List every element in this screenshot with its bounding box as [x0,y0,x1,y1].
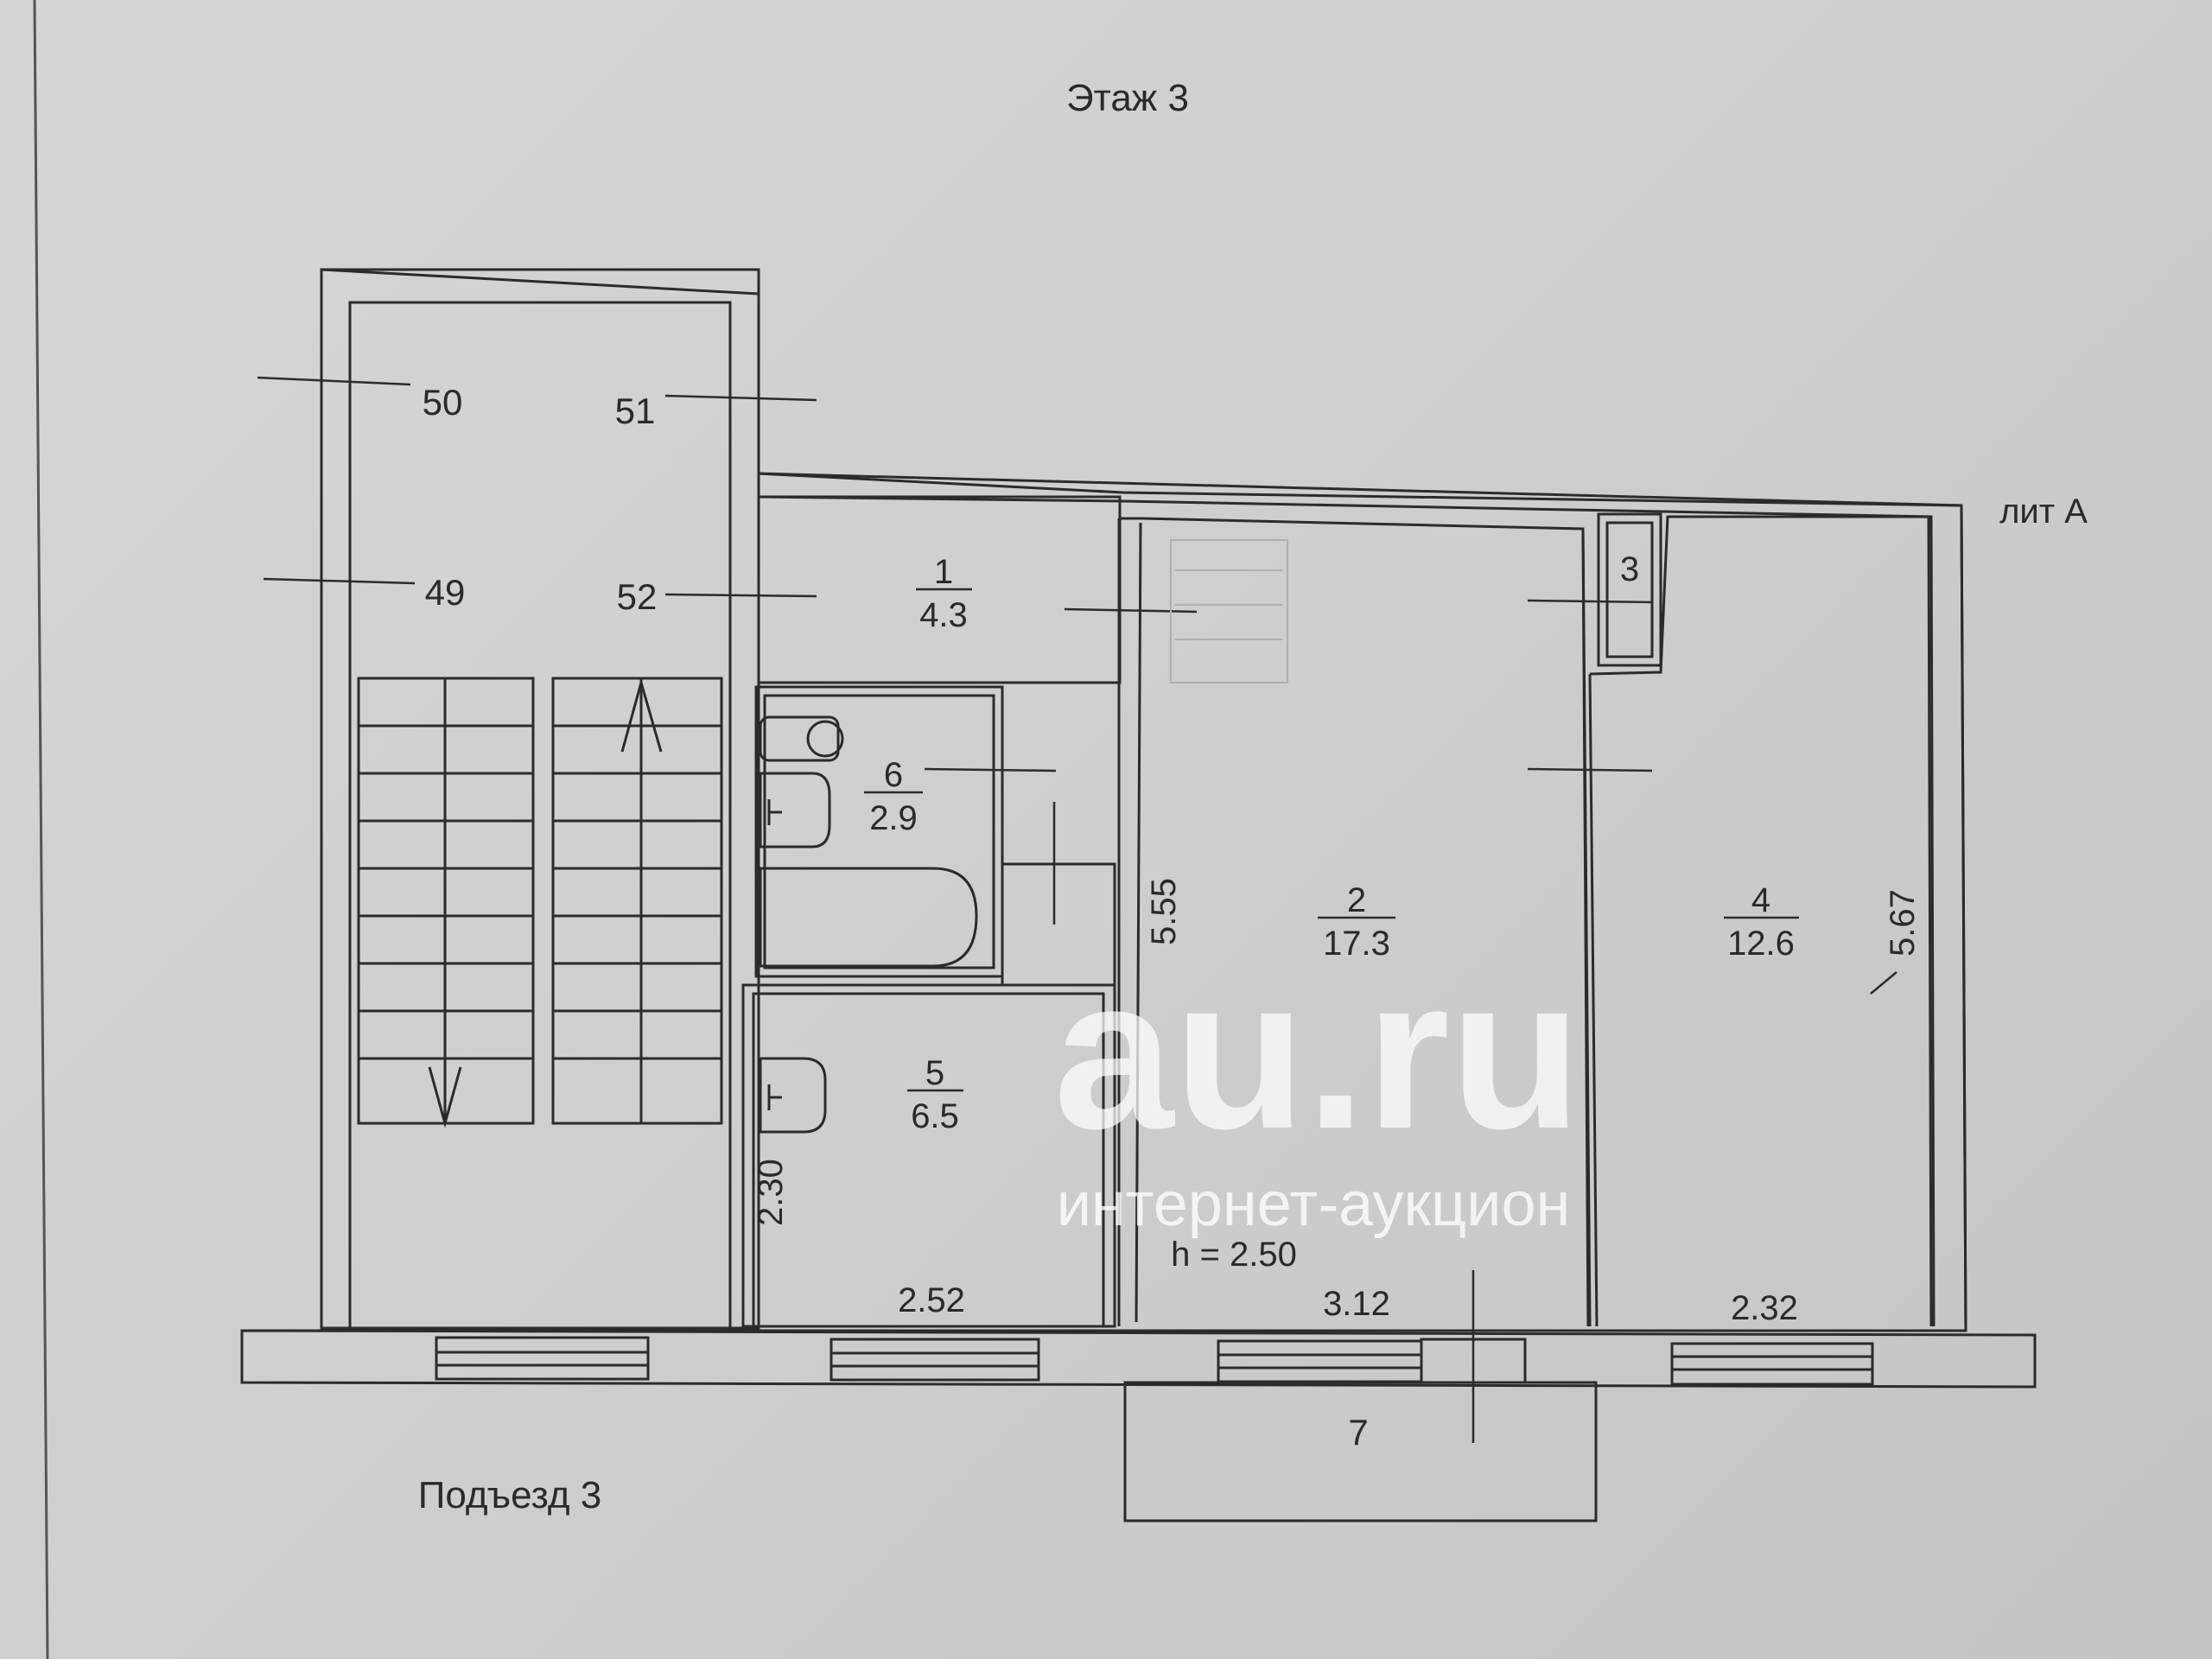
room-7-outline [1123,1381,1598,1522]
flat-number: 50 [423,382,463,423]
room-2-area: 17.3 [1323,925,1390,963]
room-2-number: 2 [1347,881,1366,919]
sink-bowl [806,720,844,758]
room-5-number: 5 [925,1054,944,1092]
room-4-outline [1589,515,1933,1327]
room-6-outline [754,685,1004,978]
sink [759,715,840,762]
room-4-left-wall [1588,673,1599,1327]
lit-label: лит А [1999,493,2088,531]
room-1-number: 1 [934,553,953,591]
entrance-label: Подъезд 3 [418,1474,601,1516]
dim-room2-height: 5.55 [1145,878,1183,945]
room-2-left-inner [1135,522,1142,1323]
watermark-logo: au.ru [1053,932,1581,1173]
room-3-number: 3 [1620,550,1639,588]
window-4 [1670,1342,1874,1386]
room-5-area: 6.5 [911,1097,959,1135]
window-3 [1217,1339,1423,1383]
flat-number: 52 [617,576,658,617]
bathtub [759,867,978,968]
room-6-number: 6 [884,756,903,794]
stair-arrow-down-icon [428,1066,462,1128]
room-3-inner [1605,521,1654,658]
dim-room5-height: 2.30 [752,1159,790,1226]
toilet-room-6 [759,772,831,849]
flat-inner-top-wall [758,495,1936,1327]
dim-room4-width: 2.32 [1731,1289,1798,1327]
dim-room5-width: 2.52 [898,1281,965,1319]
room-3-outline [1597,512,1662,667]
dim-ceiling: h = 2.50 [1171,1236,1297,1274]
room-4-number: 4 [1751,881,1770,919]
dim-room2-width: 3.12 [1323,1285,1390,1323]
corridor-box [1001,862,1116,987]
window-2 [830,1338,1040,1382]
toilet-room-5 [759,1057,827,1134]
window-1 [435,1336,650,1381]
stair-arrow-up-icon [620,677,663,753]
stairwell-inner [348,301,732,1330]
faint-stamp [1170,539,1288,683]
room-7-number: 7 [1348,1412,1368,1452]
room-6-area: 2.9 [869,799,918,837]
room-4-area: 12.6 [1727,925,1795,963]
room-5-inner [752,992,1105,1328]
stairwell-wall [320,268,760,1330]
stairs [357,677,723,1128]
watermark-tagline: интернет-аукцион [1057,1170,1571,1239]
floor-title: Этаж 3 [1066,77,1189,119]
room-1-area: 4.3 [919,596,968,634]
flat-outer-wall [758,472,1967,1332]
fraction-bars [864,588,1799,1092]
flat-number: 51 [615,391,656,431]
leader-lines [257,376,1897,1443]
dim-room4-diag: 5.67 [1884,889,1922,957]
room-2-right-wall [1581,528,1590,1327]
flat-number: 49 [425,572,466,613]
paper-edge [33,0,49,1659]
exterior-wall-band [240,1329,2037,1389]
room-6-inner [763,694,995,969]
